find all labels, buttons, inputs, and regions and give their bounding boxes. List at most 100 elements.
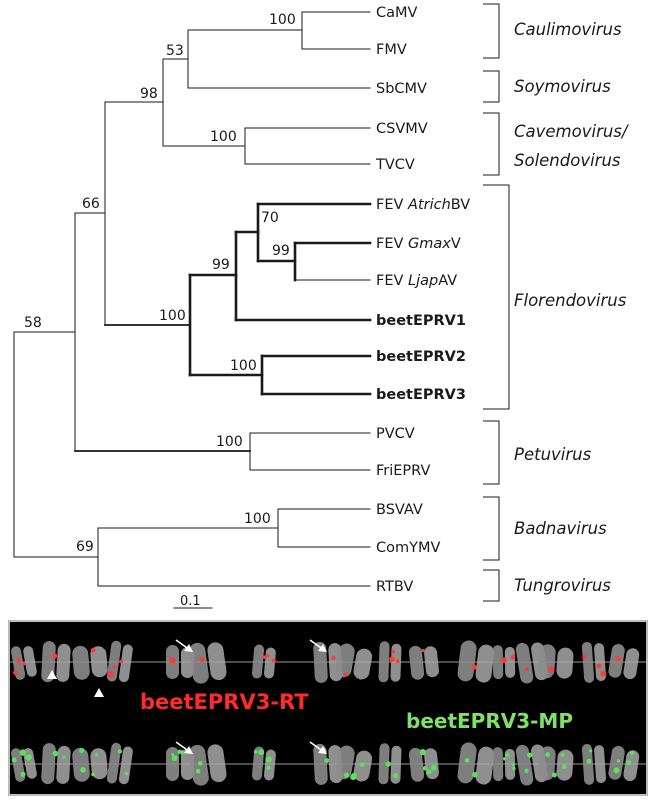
tip-label-fev-gmax: FEV GmaxV: [376, 236, 461, 252]
signal-dot-green: [118, 749, 122, 753]
genus-label-cavemovirus: Cavemovirus/: [514, 122, 630, 141]
tip-label-rtbv: RTBV: [376, 579, 413, 595]
signal-dot-green: [503, 757, 506, 760]
signal-dot-green: [196, 769, 201, 774]
signal-dot-red: [472, 664, 477, 669]
signal-dot-red: [331, 656, 335, 660]
tip-label-csvmv: CSVMV: [376, 121, 428, 137]
bootstrap-root: 58: [24, 315, 42, 331]
signal-dot-green: [512, 767, 516, 771]
tip-label-pvcv: PVCV: [376, 426, 415, 442]
signal-dot-red: [199, 657, 204, 662]
signal-dot-red: [582, 655, 586, 659]
chromosome-spread: [10, 622, 646, 794]
signal-dot-green: [80, 767, 85, 772]
genus-brackets: [483, 4, 509, 601]
signal-dot-green: [386, 761, 391, 766]
signal-dot-red: [13, 670, 18, 675]
signal-dot-red: [263, 655, 267, 659]
signal-dot-green: [427, 770, 432, 775]
signal-dot-green: [12, 758, 17, 763]
tip-label-fev-atrich: FEV AtrichBV: [376, 197, 470, 213]
genus-label-badnavirus: Badnavirus: [514, 519, 607, 538]
tip-label-beeteprv1: beetEPRV1: [376, 313, 466, 329]
signal-dot-green: [472, 772, 478, 778]
bootstrap-fev-all: 70: [261, 210, 279, 226]
bootstrap-badnavirus: 100: [244, 511, 271, 527]
signal-dot-green: [431, 765, 437, 771]
signal-dot-red: [389, 656, 395, 662]
tip-label-sbcmv: SbCMV: [376, 81, 427, 97]
signal-dot-green: [172, 755, 178, 761]
signal-dot-green: [53, 751, 59, 757]
genus-label-solendovirus: Solendovirus: [514, 151, 621, 170]
bootstrap-beet2-3: 100: [230, 358, 257, 374]
signal-dot-green: [589, 749, 592, 752]
signal-dot-green: [344, 773, 349, 778]
fish-micrograph: [8, 620, 648, 796]
signal-dot-red: [91, 648, 96, 653]
signal-dot-green: [180, 750, 184, 754]
signal-dot-red: [344, 672, 348, 676]
signal-dot-green: [617, 759, 620, 762]
probe-label-rt: beetEPRV3-RT: [140, 690, 309, 714]
signal-dot-green: [512, 763, 515, 766]
probe-label-mp: beetEPRV3-MP: [406, 709, 573, 733]
signal-dot-red: [119, 660, 123, 664]
genus-label-florendovirus: Florendovirus: [514, 291, 627, 310]
signal-dot-green: [527, 752, 532, 757]
signal-dot-green: [21, 772, 26, 777]
signal-dot-green: [254, 750, 258, 754]
bootstrap-caul-soy-cave: 98: [140, 86, 158, 102]
signal-dot-green: [95, 753, 98, 756]
signal-dot-red: [396, 659, 400, 663]
signal-dot-green: [423, 766, 427, 770]
tip-label-tvcv: TVCV: [375, 157, 415, 173]
signal-dot-green: [171, 753, 174, 756]
signal-dot-green: [91, 772, 95, 776]
bootstrap-bad-tungro: 69: [76, 539, 94, 555]
signal-dot-green: [125, 772, 129, 776]
genus-label-soymovirus: Soymovirus: [514, 77, 611, 96]
tip-label-fev-ljap: FEV LjapAV: [376, 273, 457, 289]
genus-label-petuvirus: Petuvirus: [514, 445, 592, 464]
tip-label-bsvav: BSVAV: [376, 502, 423, 518]
signal-dot-red: [169, 657, 175, 663]
tip-label-frieprv: FriEPRV: [376, 463, 430, 479]
signal-dot-red: [501, 658, 505, 662]
signal-dot-green: [360, 763, 365, 768]
signal-dot-red: [16, 658, 21, 663]
signal-dot-green: [198, 761, 203, 766]
signal-dot-red: [616, 656, 621, 661]
signal-dot-red: [272, 659, 276, 663]
signal-dot-green: [266, 756, 272, 762]
signal-dot-red: [548, 666, 554, 672]
genus-label-caulimovirus: Caulimovirus: [514, 20, 622, 39]
tip-label-fmv: FMV: [376, 42, 407, 58]
signal-dot-green: [626, 760, 631, 765]
bootstrap-fev-beet1: 99: [212, 257, 230, 273]
arrowhead-icon: [94, 688, 104, 697]
signal-dot-red: [113, 665, 117, 669]
signal-dot-green: [62, 756, 65, 759]
signal-dot-green: [562, 765, 566, 769]
signal-dot-red: [22, 662, 26, 666]
signal-dot-green: [630, 751, 634, 755]
signal-dot-red: [600, 671, 606, 677]
signal-dot-red: [421, 649, 424, 652]
signal-dot-green: [560, 753, 564, 757]
bootstrap-caul-soy: 53: [166, 43, 184, 59]
signal-dot-red: [525, 667, 529, 671]
signal-dot-green: [393, 773, 398, 778]
scale-bar-label: 0.1: [180, 594, 201, 609]
signal-dot-green: [552, 773, 557, 778]
signal-dot-red: [511, 655, 516, 660]
signal-dot-green: [420, 749, 426, 755]
signal-dot-green: [465, 758, 470, 763]
signal-dot-red: [596, 663, 601, 668]
tip-label-comymv: ComYMV: [376, 540, 440, 556]
signal-dot-green: [79, 748, 84, 753]
signal-dot-green: [545, 752, 550, 757]
bootstrap-camv-fmv: 100: [269, 12, 296, 28]
bootstrap-fev-gmax-ljap: 99: [272, 243, 290, 259]
